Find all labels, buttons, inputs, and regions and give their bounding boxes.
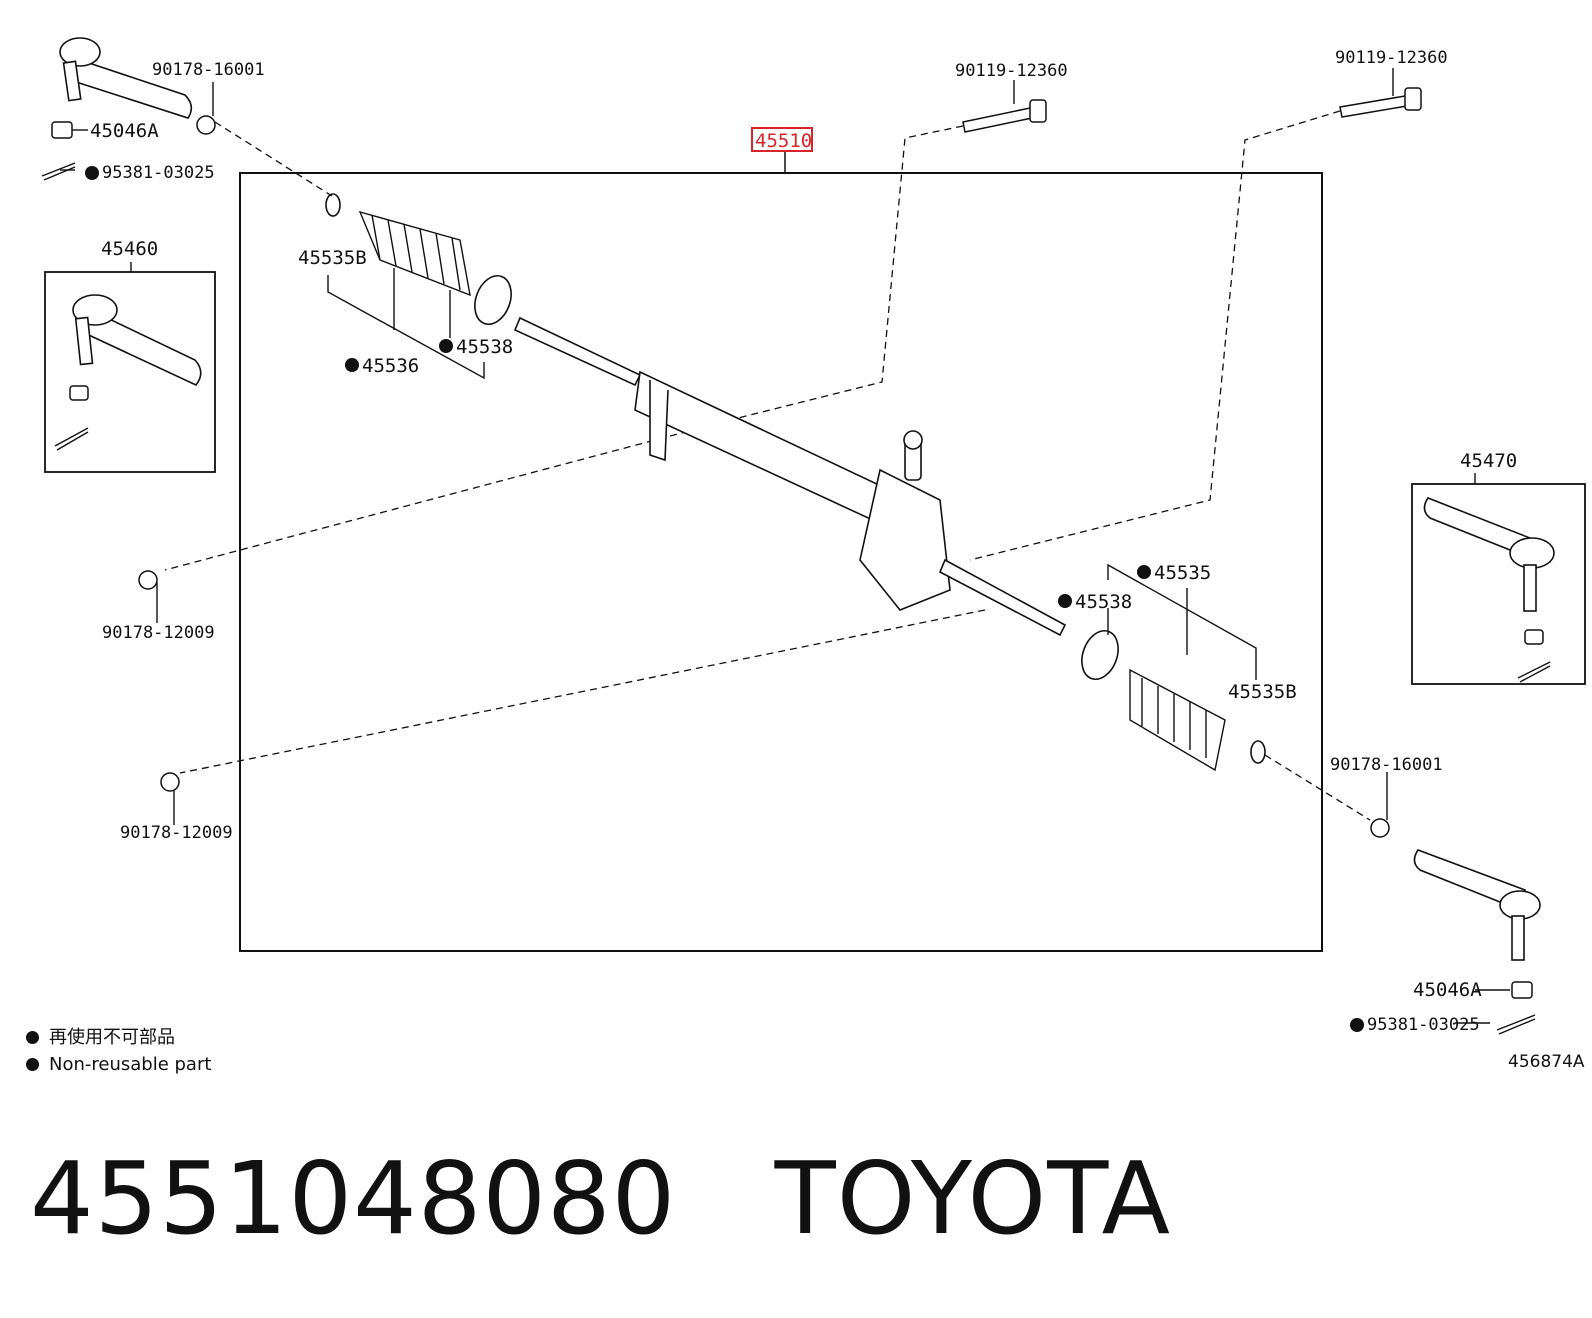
label-boot-right[interactable]: 45535: [1154, 562, 1211, 584]
label-boot-left[interactable]: 45536: [362, 355, 419, 377]
dashed-leaders: [164, 110, 1371, 821]
caption-brand: TOYOTA: [774, 1140, 1171, 1257]
bullet-icon: [26, 1031, 39, 1044]
box-45470: [1411, 483, 1586, 685]
label-clip-left[interactable]: 45535B: [298, 247, 367, 269]
assembly-frame: [239, 172, 1323, 952]
steering-rack-housing: [513, 316, 1067, 637]
steering-rack-diagram: 45510: [41, 37, 1586, 1035]
label-cotter-pin-left[interactable]: 95381-03025: [102, 163, 215, 183]
legend-item-en: Non-reusable part: [26, 1051, 211, 1078]
label-castle-nut-right[interactable]: 45046A: [1413, 979, 1482, 1001]
label-left-box[interactable]: 45460: [101, 238, 158, 260]
tie-rod-end-top-left: [59, 37, 193, 119]
tie-rod-end-bottom-right: [1413, 849, 1541, 961]
bullet-icon: [26, 1058, 39, 1071]
label-clip-right[interactable]: 45535B: [1228, 681, 1297, 703]
clip-icons: [325, 193, 1266, 764]
boot-left: [358, 210, 471, 297]
legend: 再使用不可部品 Non-reusable part: [26, 1024, 211, 1078]
label-right-box[interactable]: 45470: [1460, 450, 1517, 472]
main-part-highlight: [751, 127, 813, 152]
figure-number: 456874A: [1508, 1052, 1585, 1072]
callout-labels: 90178-16001 90119-12360 90119-12360 4504…: [85, 48, 1517, 1035]
box-45460: [44, 271, 216, 473]
boot-right: [1129, 668, 1226, 772]
cotter-pin-icons: [41, 162, 1551, 1035]
tie-rod-end-box-left: [72, 294, 202, 386]
castle-nut-icons: [51, 121, 1544, 999]
clamp-icons: [474, 274, 1119, 681]
solid-leaders: [60, 68, 1510, 1024]
label-nut-bottom-right[interactable]: 90178-16001: [1330, 755, 1443, 775]
tie-rod-end-box-right: [1423, 497, 1555, 612]
label-mount-nut-lower[interactable]: 90178-12009: [120, 823, 233, 843]
label-bolt-right[interactable]: 90119-12360: [1335, 48, 1448, 68]
label-clamp-right[interactable]: 45538: [1075, 591, 1132, 613]
label-nut-top-left[interactable]: 90178-16001: [152, 60, 265, 80]
part-caption: 4551048080 TOYOTA: [30, 1140, 1171, 1257]
hex-nut-icons: [138, 115, 1390, 838]
label-cotter-pin-right[interactable]: 95381-03025: [1367, 1015, 1480, 1035]
legend-item-ja: 再使用不可部品: [26, 1024, 211, 1051]
label-bolt-left[interactable]: 90119-12360: [955, 61, 1068, 81]
label-main-assembly[interactable]: 45510: [755, 130, 812, 152]
label-clamp-left[interactable]: 45538: [456, 336, 513, 358]
caption-part-number: 4551048080: [30, 1140, 677, 1257]
label-castle-nut-left[interactable]: 45046A: [90, 120, 159, 142]
label-mount-nut-upper[interactable]: 90178-12009: [102, 623, 215, 643]
bolt-icons: [962, 87, 1422, 133]
